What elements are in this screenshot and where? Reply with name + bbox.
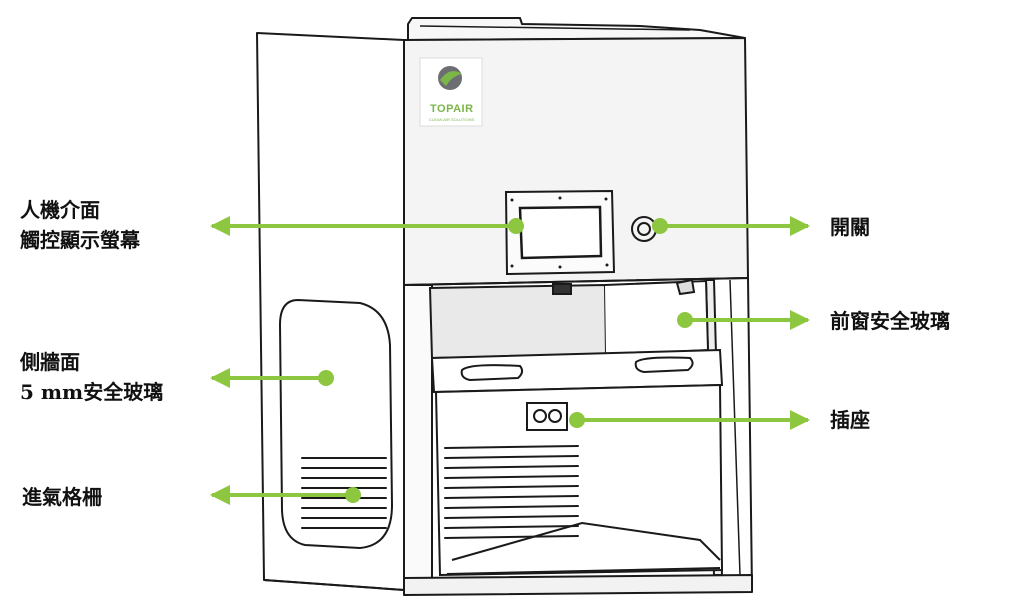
logo-block: TOPAIR CLEAN AIR SOLUTIONS [419,57,483,127]
label-hmi-line2: 觸控顯示螢幕 [20,228,140,252]
side-intake-grille [301,457,387,529]
callout-socket [569,410,810,430]
touchscreen [504,189,616,276]
callout-side-wall [210,368,334,388]
label-socket: 插座 [830,408,870,432]
logo-text: TOPAIR [430,103,474,115]
label-switch: 開關 [830,215,870,239]
callout-hmi [210,216,524,236]
callouts [210,216,810,505]
power-outlet [526,402,568,431]
label-hmi-touchscreen: 人機介面 觸控顯示螢幕 [20,195,140,255]
callout-intake [210,485,361,505]
label-side-wall: 側牆面 5 mm安全玻璃 [20,347,163,407]
label-intake-grille: 進氣格柵 [22,485,102,509]
side-glass-window [278,298,394,550]
label-front-glass: 前窗安全玻璃 [830,309,950,333]
logo-tagline: CLEAN AIR SOLUTIONS [429,117,474,122]
callout-switch [652,216,810,236]
label-hmi-line1: 人機介面 [20,198,100,222]
callout-front-glass [677,310,810,330]
label-side-line1: 側牆面 [20,350,80,374]
label-side-line2: 5 mm安全玻璃 [20,380,164,404]
front-sash-glass [428,283,608,360]
base [403,574,753,596]
front-intake-grille [444,445,579,539]
